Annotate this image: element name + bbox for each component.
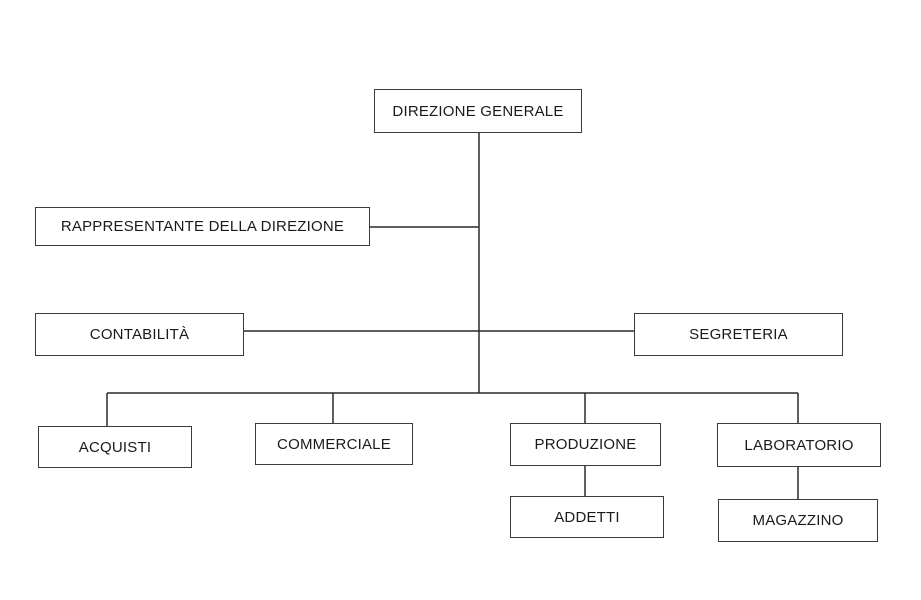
node-contabilita: CONTABILITÀ bbox=[35, 313, 244, 356]
node-label: ACQUISTI bbox=[78, 438, 152, 456]
node-label: MAGAZZINO bbox=[752, 512, 844, 529]
node-acquisti: ACQUISTI bbox=[38, 426, 192, 468]
node-produzione: PRODUZIONE bbox=[510, 423, 661, 466]
node-magazzino: MAGAZZINO bbox=[718, 499, 878, 542]
node-direzione-generale: DIREZIONE GENERALE bbox=[374, 89, 582, 133]
node-label: CONTABILITÀ bbox=[89, 326, 190, 343]
node-label: ADDETTI bbox=[554, 508, 620, 526]
node-laboratorio: LABORATORIO bbox=[717, 423, 881, 467]
node-commerciale: COMMERCIALE bbox=[255, 423, 413, 465]
node-label: SEGRETERIA bbox=[689, 326, 788, 343]
node-label: DIREZIONE GENERALE bbox=[392, 102, 564, 120]
node-label: COMMERCIALE bbox=[277, 435, 391, 453]
node-segreteria: SEGRETERIA bbox=[634, 313, 843, 356]
node-label: PRODUZIONE bbox=[534, 436, 637, 453]
node-addetti: ADDETTI bbox=[510, 496, 664, 538]
node-label: LABORATORIO bbox=[744, 436, 854, 454]
node-label: RAPPRESENTANTE DELLA DIREZIONE bbox=[60, 218, 345, 235]
node-rappresentante-della-direzione: RAPPRESENTANTE DELLA DIREZIONE bbox=[35, 207, 370, 246]
